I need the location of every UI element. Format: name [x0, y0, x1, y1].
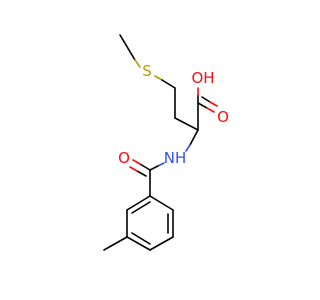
bond-alpha-n-c — [189, 129, 199, 146]
bond-carboxyl-o-double-1-o — [206, 107, 215, 113]
ring-bond-6 — [126, 195, 151, 211]
ring-bond-3 — [149, 236, 174, 251]
bond-alpha-n-n — [185, 144, 191, 152]
ring-inner-bond-c — [131, 201, 151, 214]
ring-bond-4 — [126, 236, 151, 251]
bond-amide-o-double-2-c — [136, 170, 147, 177]
atom-sulfur-label: S — [142, 62, 152, 80]
bond-methyl-s-c — [119, 34, 136, 61]
atom-hydroxyl-label: OH — [191, 69, 214, 87]
bond-s-ch2-c — [161, 79, 176, 89]
bond-amide-o-double-2-o — [129, 166, 138, 172]
bond-n-amide-c — [149, 165, 159, 171]
ring-bond-1 — [149, 195, 174, 211]
bond-amide-o-double-1-c — [139, 163, 151, 171]
bond-carboxyl-o-double-2-c — [201, 96, 211, 103]
bond-methyl-s-s — [134, 59, 141, 68]
atom-amide-oxygen-label: O — [118, 149, 130, 167]
bond-n-amide-n — [157, 162, 165, 167]
bond-ring-methyl — [103, 236, 128, 251]
ring-inner-bond-b — [131, 232, 151, 245]
bond-s-ch2-s — [154, 75, 163, 81]
bond-amide-o-double-1-o — [132, 159, 141, 165]
bond-carboxyl-o-double-1-c — [197, 102, 208, 109]
atom-acid-carbonyl-oxygen-label: O — [217, 108, 229, 126]
bond-carboxyl-o-double-2-o — [209, 101, 218, 107]
bond-ch2-alpha — [174, 117, 199, 131]
molecule-diagram: S OH O NH O — [103, 34, 229, 251]
atom-amine-label: NH — [164, 149, 187, 167]
